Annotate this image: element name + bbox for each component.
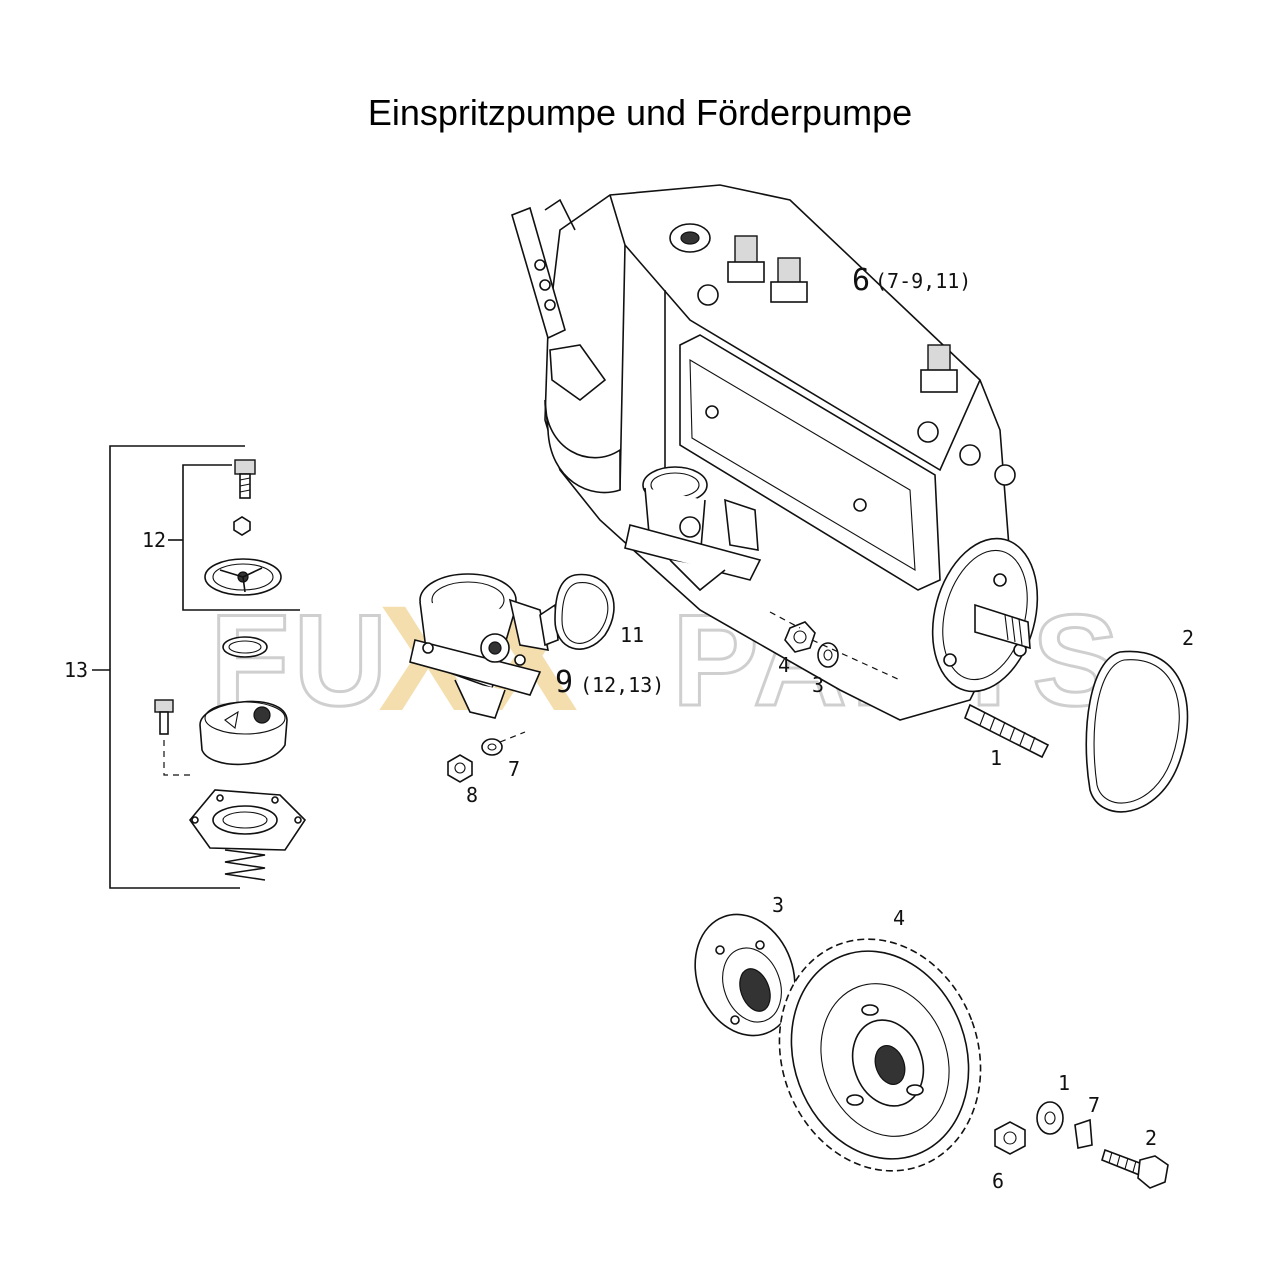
pump-hardware — [769, 611, 1189, 813]
callout-pump-3: 3 — [812, 673, 824, 697]
callout-pump-1: 1 — [990, 746, 1002, 770]
callout-9-sub: (12,13) — [580, 673, 664, 697]
callout-pump-2: 2 — [1182, 626, 1194, 650]
gear-assembly-illustration — [694, 913, 1169, 1189]
callout-9: 9 — [555, 665, 573, 700]
callout-gear-6: 6 — [992, 1169, 1004, 1193]
callout-12: 12 — [142, 528, 166, 552]
callout-gear-3: 3 — [772, 893, 784, 917]
feed-pump-exploded-parts — [92, 445, 307, 889]
injection-pump-illustration — [511, 184, 1039, 721]
callout-gear-1: 1 — [1058, 1071, 1070, 1095]
feed-pump-illustration — [409, 573, 615, 783]
callout-labels: 6 (7-9,11) 1 2 3 4 7 8 9 (12,13) 11 12 1… — [64, 263, 1194, 1193]
callout-6: 6 — [852, 263, 870, 298]
callout-gear-2: 2 — [1145, 1126, 1157, 1150]
callout-gear-4: 4 — [893, 906, 905, 930]
callout-pump-4: 4 — [778, 653, 790, 677]
callout-6-sub: (7-9,11) — [875, 269, 971, 293]
page-title: Einspritzpumpe und Förderpumpe — [367, 92, 913, 133]
callout-11: 11 — [620, 623, 644, 647]
callout-13: 13 — [64, 658, 88, 682]
callout-pump-8: 8 — [466, 783, 478, 807]
callout-gear-7: 7 — [1088, 1093, 1100, 1117]
callout-pump-7: 7 — [508, 757, 520, 781]
